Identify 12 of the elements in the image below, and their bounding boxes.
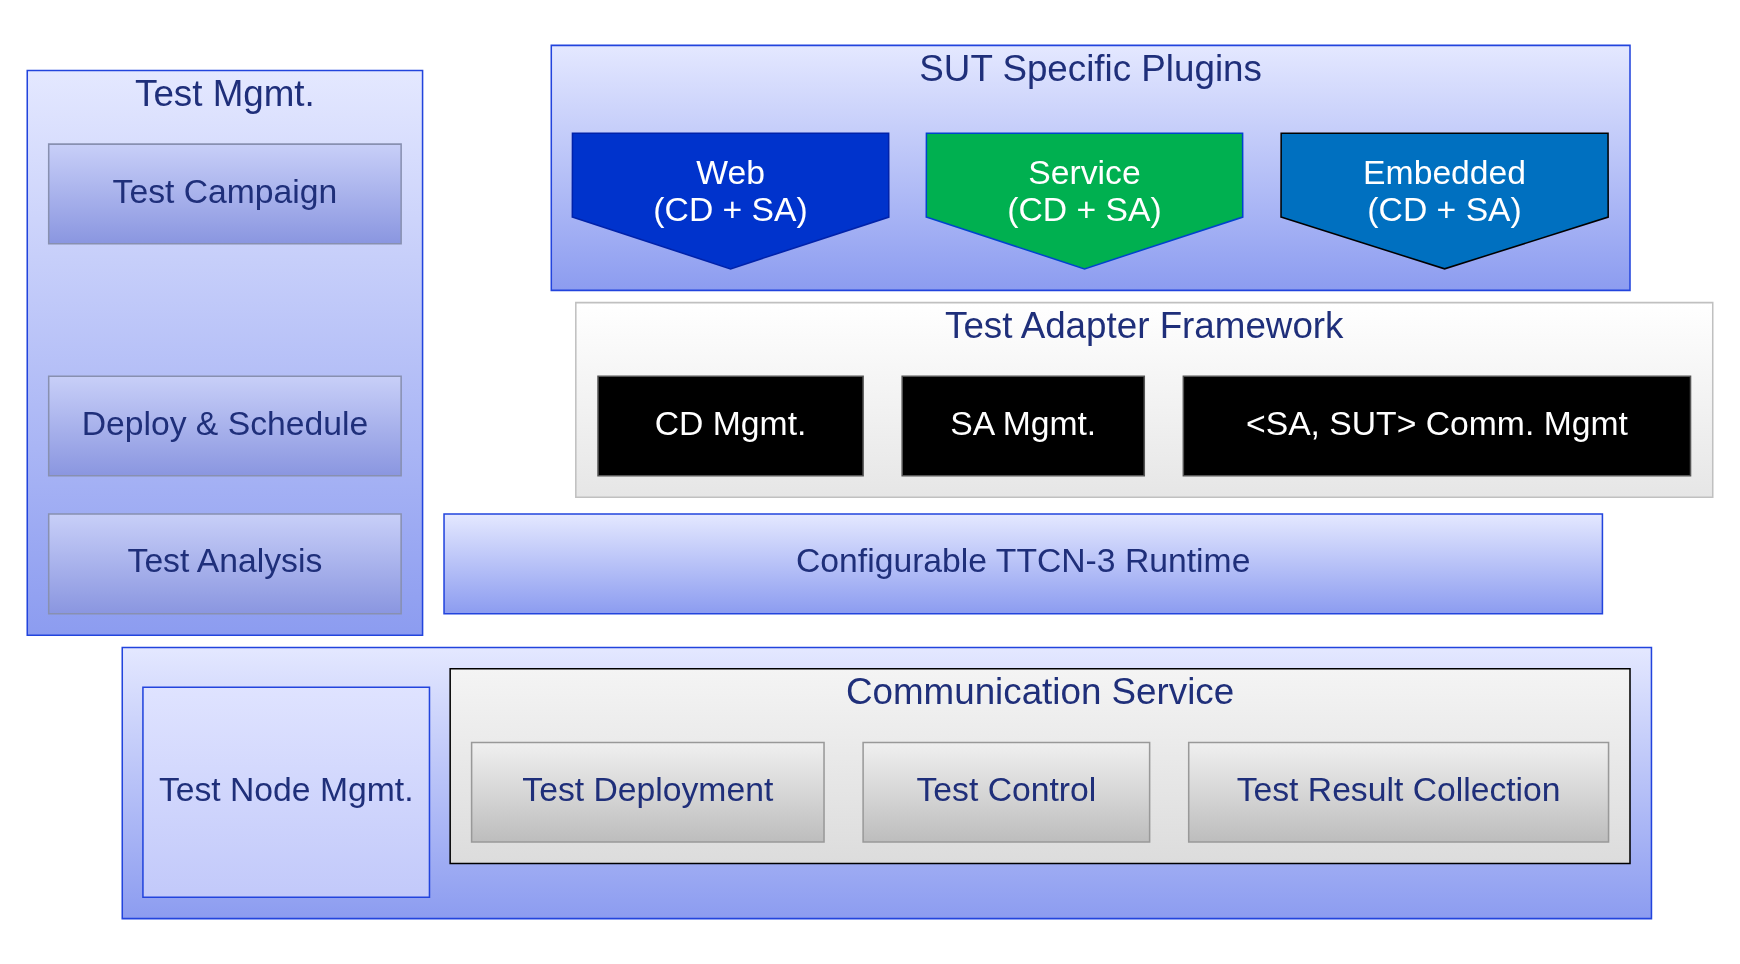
node-box: Deploy & Schedule [47,375,402,477]
node-box: Test Control [862,741,1151,843]
node-box: SA Mgmt. [901,375,1146,477]
node-box: Test Campaign [47,143,402,245]
node-box: Configurable TTCN-3 Runtime [443,513,1604,615]
node-box: Test Deployment [470,741,825,843]
node-box: <SA, SUT> Comm. Mgmt [1182,375,1692,477]
node-box: Test Result Collection [1187,741,1610,843]
node-box: CD Mgmt. [597,375,864,477]
cluster [121,646,1653,920]
node-box: Test Analysis [47,513,402,615]
node-box: Test Node Mgmt. [142,686,431,898]
